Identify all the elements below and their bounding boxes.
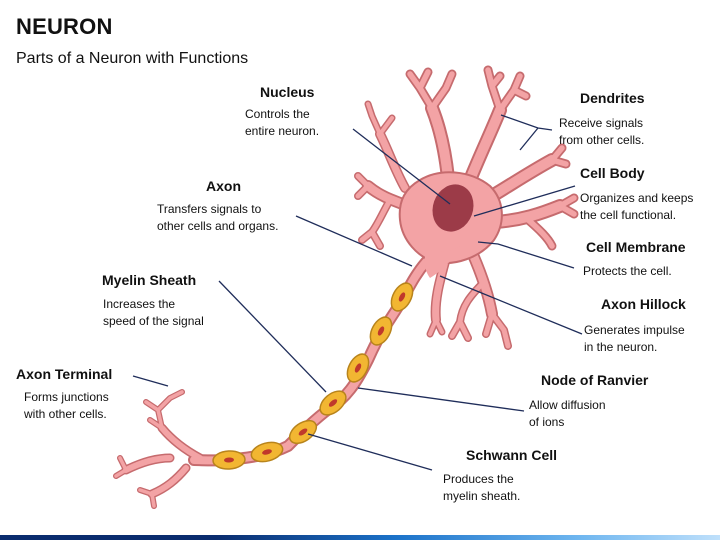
nucleus-description: Controls the entire neuron. [245,106,319,140]
dendrites-description: Receive signals from other cells. [559,115,644,149]
nucleus-desc-line2: entire neuron. [245,124,320,138]
nucleus-label: Nucleus [260,84,315,100]
axon-hillock-label: Axon Hillock [601,296,686,312]
leader-lines [132,114,583,471]
dendrite-outline [113,65,579,509]
page-title: NEURON [16,14,113,39]
schwann-cell-label: Schwann Cell [466,447,558,463]
leader-myelin-sheath [218,280,327,393]
axon-desc-line2: other cells and organs. [157,219,279,233]
myelin-sheath-label: Myelin Sheath [102,272,197,288]
nucleus-desc-line1: Controls the [245,107,310,121]
schwann-cell-desc-line2: myelin sheath. [443,489,521,503]
axon-terminal-label: Axon Terminal [16,366,113,382]
node-of-ranvier-desc-line2: of ions [529,415,565,429]
leader-cell-membrane [477,241,575,269]
axon-description: Transfers signals to other cells and org… [157,201,278,235]
myelin-sheath-description: Increases the speed of the signal [103,296,204,330]
axon-terminal-shape [114,390,203,508]
axon-terminal-description: Forms junctions with other cells. [24,389,109,423]
leader-node-of-ranvier [357,387,525,412]
dendrites-desc-line2: from other cells. [559,133,645,147]
axon-hillock-description: Generates impulse in the neuron. [584,322,685,356]
page-subtitle: Parts of a Neuron with Functions [16,50,249,67]
dendrites [355,67,577,349]
schwann-cell-description: Produces the myelin sheath. [443,471,520,505]
nucleus-shape [432,184,474,232]
leader-axon-hillock [439,275,583,335]
myelin-sheath-desc-line1: Increases the [103,297,176,311]
node-of-ranvier-description: Allow diffusion of ions [529,397,606,431]
leader-nucleus [352,128,451,205]
schwann-cell-desc-line1: Produces the [443,472,514,486]
leader-cell-body [473,185,576,217]
leader-dendrites [500,114,553,131]
axon-label: Axon [206,178,241,194]
axon-terminal-desc-line2: with other cells. [24,407,107,421]
cell-membrane-description: Protects the cell. [583,263,672,280]
cell-membrane-label: Cell Membrane [586,239,686,255]
axon-terminal-desc-line1: Forms junctions [24,390,109,404]
axon-hillock-desc-line2: in the neuron. [584,340,658,354]
cell-body-label: Cell Body [580,165,645,181]
myelin-sheaths [212,282,414,470]
leader-axon-terminal [132,375,169,387]
cell-body-description: Organizes and keeps the cell functional. [580,190,693,224]
axon-hillock-shape [424,246,460,278]
myelin-sheath-desc-line2: speed of the signal [103,314,204,328]
dendrites-label: Dendrites [580,90,645,106]
cell-body-desc-line2: the cell functional. [580,208,677,222]
axon-hillock-desc-line1: Generates impulse [584,323,685,337]
node-of-ranvier-desc-line1: Allow diffusion [529,398,606,412]
leader-schwann-cell [307,433,433,471]
footer-accent-bar [0,535,720,540]
cell-body-desc-line1: Organizes and keeps [580,191,694,205]
axon-desc-line1: Transfers signals to [157,202,262,216]
node-of-ranvier-label: Node of Ranvier [541,372,649,388]
cell-membrane-desc-line1: Protects the cell. [583,264,672,278]
leader-axon [295,215,413,267]
dendrites-desc-line1: Receive signals [559,116,644,130]
leader-dendrites-b [519,127,539,151]
